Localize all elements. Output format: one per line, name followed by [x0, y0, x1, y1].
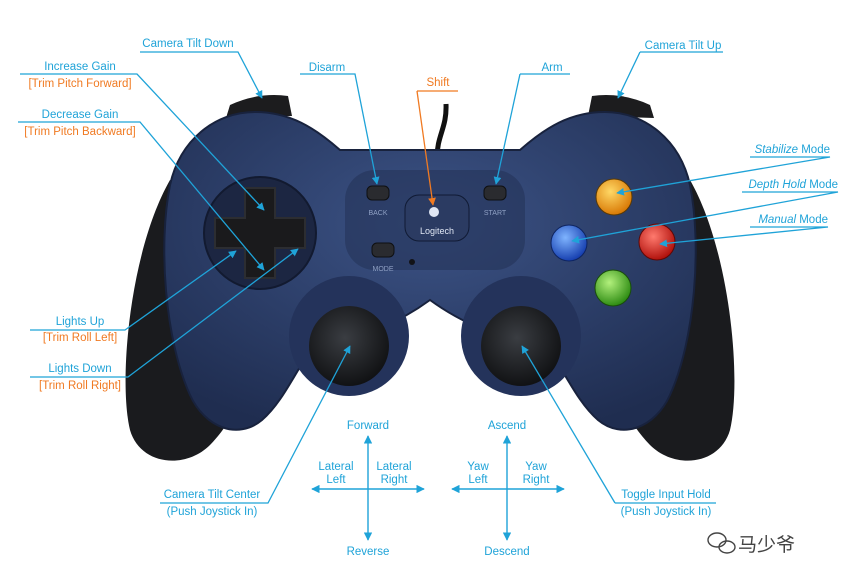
watermark: 马少爷 [738, 534, 796, 556]
dpad[interactable] [214, 187, 306, 279]
back-button-label: BACK [368, 210, 387, 217]
right-analog-stick[interactable] [481, 306, 561, 386]
trim-pitch-backward-label: [Trim Pitch Backward] [24, 126, 136, 138]
start-button[interactable] [483, 185, 507, 201]
lights-down-label: Lights Down [48, 363, 112, 375]
disarm-label: Disarm [308, 62, 346, 74]
camera-tilt-down-label: Camera Tilt Down [142, 38, 234, 50]
forward-label: Forward [346, 420, 390, 432]
mode-led [409, 259, 415, 265]
start-button-label: START [484, 210, 507, 217]
wechat-icon [707, 532, 736, 554]
stabilize-mode-label: Stabilize Mode [754, 144, 830, 156]
mode-button[interactable] [371, 242, 395, 258]
push-joystick-in-right-label: (Push Joystick In) [620, 506, 712, 518]
shift-leader [416, 90, 458, 205]
trim-pitch-forward-label: [Trim Pitch Forward] [28, 78, 132, 90]
right-stick-direction-arrows [451, 435, 565, 541]
decrease-gain-label: Decrease Gain [41, 109, 119, 121]
camera-tilt-up-label: Camera Tilt Up [644, 40, 722, 52]
trim-roll-right-label: [Trim Roll Right] [39, 380, 121, 392]
push-joystick-in-left-label: (Push Joystick In) [166, 506, 258, 518]
x-button[interactable] [550, 224, 588, 262]
y-button[interactable] [595, 178, 633, 216]
increase-gain-label: Increase Gain [44, 61, 116, 73]
logitech-brand: Logitech [420, 226, 454, 236]
logitech-button[interactable] [404, 194, 470, 242]
logitech-logo-icon [429, 207, 439, 217]
mode-button-label: MODE [373, 266, 394, 273]
ascend-label: Ascend [487, 420, 527, 432]
shift-label: Shift [426, 77, 450, 89]
a-button[interactable] [594, 269, 632, 307]
b-button[interactable] [638, 223, 676, 261]
lights-up-label: Lights Up [55, 316, 105, 328]
arm-label: Arm [541, 62, 563, 74]
left-analog-stick[interactable] [309, 306, 389, 386]
back-button[interactable] [366, 185, 390, 201]
trim-roll-left-label: [Trim Roll Left] [42, 332, 118, 344]
camera-tilt-center-label: Camera Tilt Center [163, 489, 261, 501]
leader-lines [18, 51, 839, 504]
reverse-label: Reverse [346, 546, 390, 558]
depth-hold-mode-label: Depth Hold Mode [748, 179, 838, 191]
descend-label: Descend [484, 546, 530, 558]
manual-mode-label: Manual Mode [758, 214, 828, 226]
left-stick-direction-arrows [311, 435, 425, 541]
toggle-input-hold-label: Toggle Input Hold [621, 489, 711, 501]
